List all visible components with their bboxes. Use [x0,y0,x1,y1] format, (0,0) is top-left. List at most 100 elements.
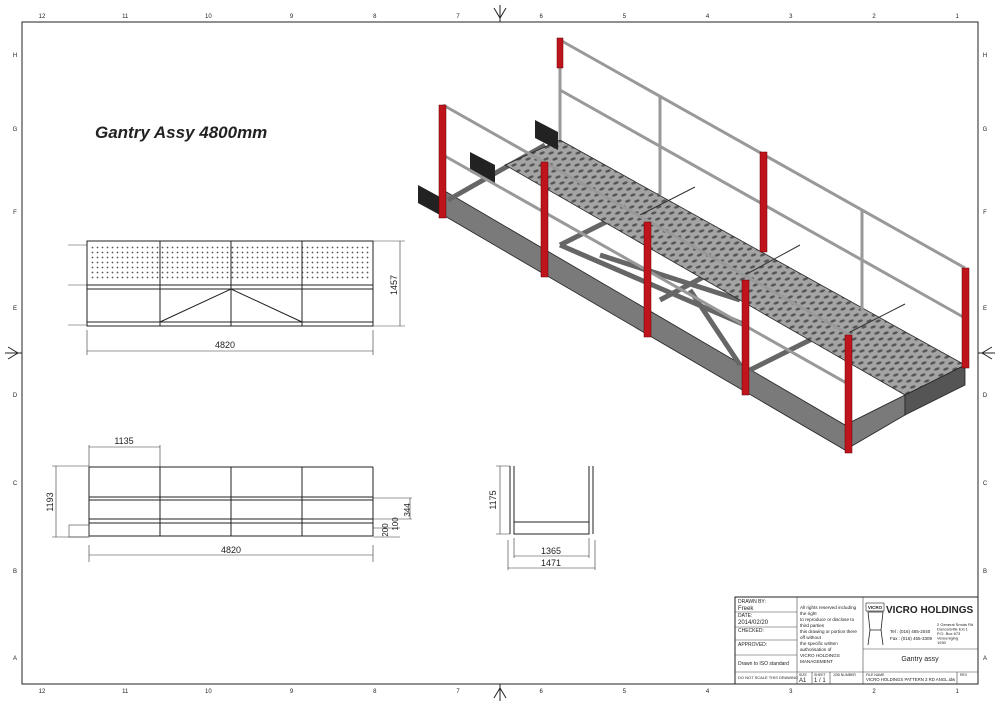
rights-line: the specific written [800,641,838,646]
row-label: C [13,481,18,487]
checked-label: CHECKED: [738,628,764,634]
row-label: D [983,393,988,399]
rights-line: VICRO HOLDINGS [800,653,840,658]
fax: Fax : (016) 455-3309 [890,636,933,641]
address-line: 2 General Smuts Rd [937,622,973,627]
column-label: 2 [872,689,876,695]
row-label: A [983,656,987,662]
column-labels-top: 12 11 10 9 8 7 6 5 4 3 2 1 [39,14,960,20]
dim-200: 200 [381,523,390,537]
center-mark-left [5,346,22,360]
rights-line: this drawing or portion there [800,629,857,634]
dim-height: 1457 [389,275,399,295]
red-posts [438,37,970,454]
address-line: P.O. Box 673 [937,631,961,636]
dim-outer-width: 1471 [541,558,561,568]
dim-inner-width: 1365 [541,546,561,556]
side-view: 1135 1193 4820 344 100 200 [45,436,412,562]
sheet: 1 / 1 [814,678,826,684]
job-label: JOB NUMBER [833,673,856,677]
drawing-title: Gantry Assy 4800mm [95,123,267,142]
sheet-label: SHEET [814,673,827,677]
column-label: 4 [706,14,710,20]
column-label: 5 [623,14,627,20]
dim-post-spacing: 1135 [114,436,133,446]
center-mark-right [978,346,995,360]
end-view: 1175 1365 1471 [488,465,596,570]
standard: Drawn to ISO standard [738,661,789,667]
drawn-by: Freek [738,606,754,612]
rights-line: third parties [800,623,825,628]
date-label: DATE: [738,613,752,619]
column-label: 5 [623,689,627,695]
drawing-name: Gantry assy [901,656,939,663]
title-block: DRAWN BY: Freek DATE: 2014/02/20 CHECKED… [734,596,979,685]
company-name: VICRO HOLDINGS [886,605,974,616]
file-name: VICRO HOLDINGS PATTERN 3 RD ANGL.idw [866,677,956,682]
column-label: 12 [39,14,46,20]
column-label: 3 [789,689,793,695]
center-mark-top [493,5,507,22]
company-logo: VICRO [865,602,885,646]
tel: Tel : (016) 455-2040 [890,629,931,634]
dim-length: 4820 [221,545,241,555]
row-label: E [13,306,17,312]
dim-344: 344 [403,503,412,517]
row-label: F [983,210,987,216]
rights-line: the right [800,611,817,616]
approved-label: APPROVED: [738,642,767,648]
column-label: 11 [122,689,129,695]
column-label: 10 [205,14,212,20]
column-label: 1 [956,14,960,20]
column-label: 10 [205,689,212,695]
row-label: D [13,393,18,399]
rights-line: authorisation of [800,647,832,652]
row-label: F [13,210,17,216]
drawn-by-label: DRAWN BY: [738,599,766,605]
top-view: 4820 1457 [68,240,405,355]
rev-label: REV [960,673,968,677]
address-line: 1930 [937,640,947,645]
column-label: 3 [789,14,793,20]
row-label: G [13,127,18,133]
isometric-view [418,37,970,454]
center-mark-bottom [493,684,507,701]
column-label: 6 [540,14,544,20]
address-line: Vereeniging [937,636,958,641]
column-label: 12 [39,689,46,695]
column-label: 1 [956,689,960,695]
column-label: 7 [456,14,460,20]
row-labels-right: H G F E D C B A [983,53,988,662]
column-label: 8 [373,689,377,695]
row-label: H [983,53,987,59]
address-line: Duncanville Ext 1 [937,627,969,632]
row-label: B [983,569,987,575]
row-label: H [13,53,17,59]
no-scale: DO NOT SCALE THIS DRAWING [738,675,798,680]
rights-line: All rights reserved including [800,605,857,610]
row-label: G [983,127,988,133]
dim-length: 4820 [215,340,235,350]
dim-height: 1175 [488,490,498,509]
column-label: 2 [872,14,876,20]
logo-text: VICRO [868,605,883,610]
row-label: E [983,306,987,312]
row-label: C [983,481,988,487]
column-label: 11 [122,14,129,20]
row-label: B [13,569,17,575]
file-label: FILE NAME [866,673,885,677]
column-label: 9 [290,689,294,695]
size-label: SIZE [799,673,807,677]
row-labels-left: H G F E D C B A [13,53,18,662]
dim-100: 100 [391,517,400,531]
dim-height: 1193 [45,492,55,511]
row-label: A [13,656,17,662]
column-label: 9 [290,14,294,20]
rights-line: to reproduce or disclose to [800,617,855,622]
column-label: 8 [373,14,377,20]
rights-line: MANAGEMENT [800,659,833,664]
date: 2014/02/20 [738,620,769,626]
column-label: 7 [456,689,460,695]
